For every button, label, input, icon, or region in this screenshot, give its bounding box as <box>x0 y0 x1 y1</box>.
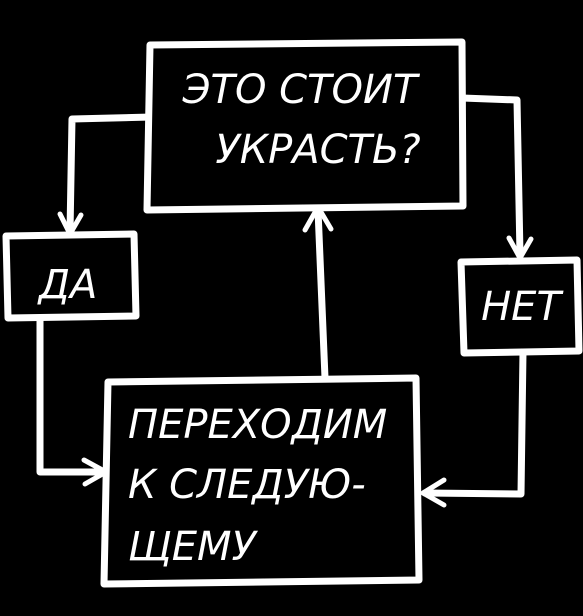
no-node: НЕТ <box>457 256 583 357</box>
arrow-into-action-right <box>420 477 447 508</box>
action-line-1: ПЕРЕХОДИМ <box>128 402 387 448</box>
question-node: ЭТО СТОИТ УКРАСТЬ? <box>143 38 467 214</box>
no-box <box>457 256 583 357</box>
connectors <box>36 94 534 508</box>
edge-no-to-action <box>421 348 527 498</box>
question-line-1: ЭТО СТОИТ <box>182 67 421 113</box>
edge-action-to-question <box>314 206 329 382</box>
action-line-2: К СЛЕДУЮ- <box>128 462 366 508</box>
question-line-2: УКРАСТЬ? <box>215 127 420 173</box>
action-box <box>100 374 423 588</box>
no-label: НЕТ <box>481 284 564 330</box>
yes-node: ДА <box>2 230 140 322</box>
edge-question-to-yes <box>66 113 156 236</box>
edge-question-to-no <box>458 94 524 259</box>
edge-yes-to-action <box>36 314 108 476</box>
action-line-3: ЩЕМУ <box>128 524 259 570</box>
yes-box <box>2 230 140 322</box>
yes-label: ДА <box>37 262 98 308</box>
action-node: ПЕРЕХОДИМ К СЛЕДУЮ- ЩЕМУ <box>100 374 423 588</box>
question-box <box>143 38 467 214</box>
